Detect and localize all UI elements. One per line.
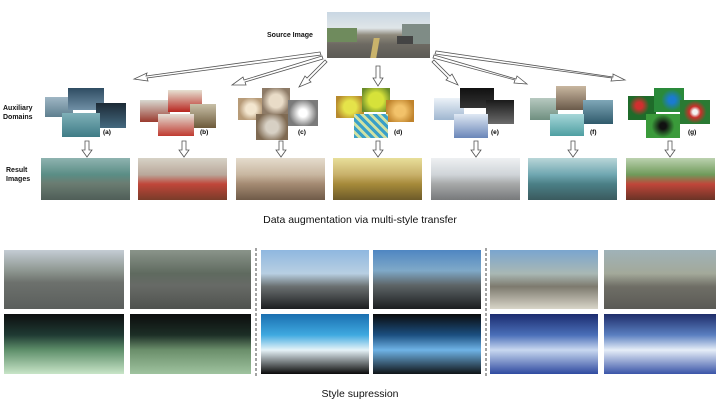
style-output-6 [604, 314, 716, 374]
arrow-to-a [132, 51, 322, 82]
style-input-2 [130, 250, 251, 309]
domain-tag-g: (g) [688, 129, 697, 136]
domain-tag-a: (a) [103, 129, 111, 136]
arrow-to-b [230, 55, 324, 86]
source-image [327, 12, 430, 58]
result-image-c [236, 158, 325, 200]
result-image-a [41, 158, 130, 200]
arrow-down-a [81, 140, 93, 158]
style-output-2 [130, 314, 251, 374]
style-input-1 [4, 250, 124, 309]
arrow-down-d [372, 140, 384, 158]
arrow-to-g [434, 50, 627, 82]
arrow-down-b [178, 140, 190, 158]
caption-style-suppression: Style supression [321, 388, 399, 400]
source-image-label: Source Image [267, 32, 313, 39]
result-image-b [138, 158, 227, 200]
arrow-down-e [470, 140, 482, 158]
domain-tag-f: (f) [590, 129, 597, 136]
auxiliary-domains-label: Auxiliary Domains [3, 105, 33, 121]
result-image-e [431, 158, 520, 200]
domain-tag-e: (e) [491, 129, 499, 136]
arrow-to-e [431, 59, 459, 86]
arrow-down-f [567, 140, 579, 158]
style-input-6 [604, 250, 716, 309]
arrow-down-c [275, 140, 287, 158]
domain-tag-b: (b) [200, 129, 209, 136]
arrow-to-f [432, 54, 529, 85]
caption-multi-style-transfer: Data augmentation via multi-style transf… [263, 214, 457, 226]
domain-tag-c: (c) [298, 129, 306, 136]
result-images-label: Result Images [6, 167, 31, 183]
style-output-3 [261, 314, 369, 374]
result-image-d [333, 158, 422, 200]
arrow-down-g [664, 140, 676, 158]
arrow-to-d [372, 65, 384, 87]
style-output-1 [4, 314, 124, 374]
result-image-g [626, 158, 715, 200]
style-input-3 [261, 250, 369, 309]
result-image-f [528, 158, 617, 200]
style-output-5 [490, 314, 598, 374]
style-input-5 [490, 250, 598, 309]
style-input-4 [373, 250, 481, 309]
style-output-4 [373, 314, 481, 374]
domain-tag-d: (d) [394, 129, 403, 136]
arrow-to-c [298, 59, 328, 88]
